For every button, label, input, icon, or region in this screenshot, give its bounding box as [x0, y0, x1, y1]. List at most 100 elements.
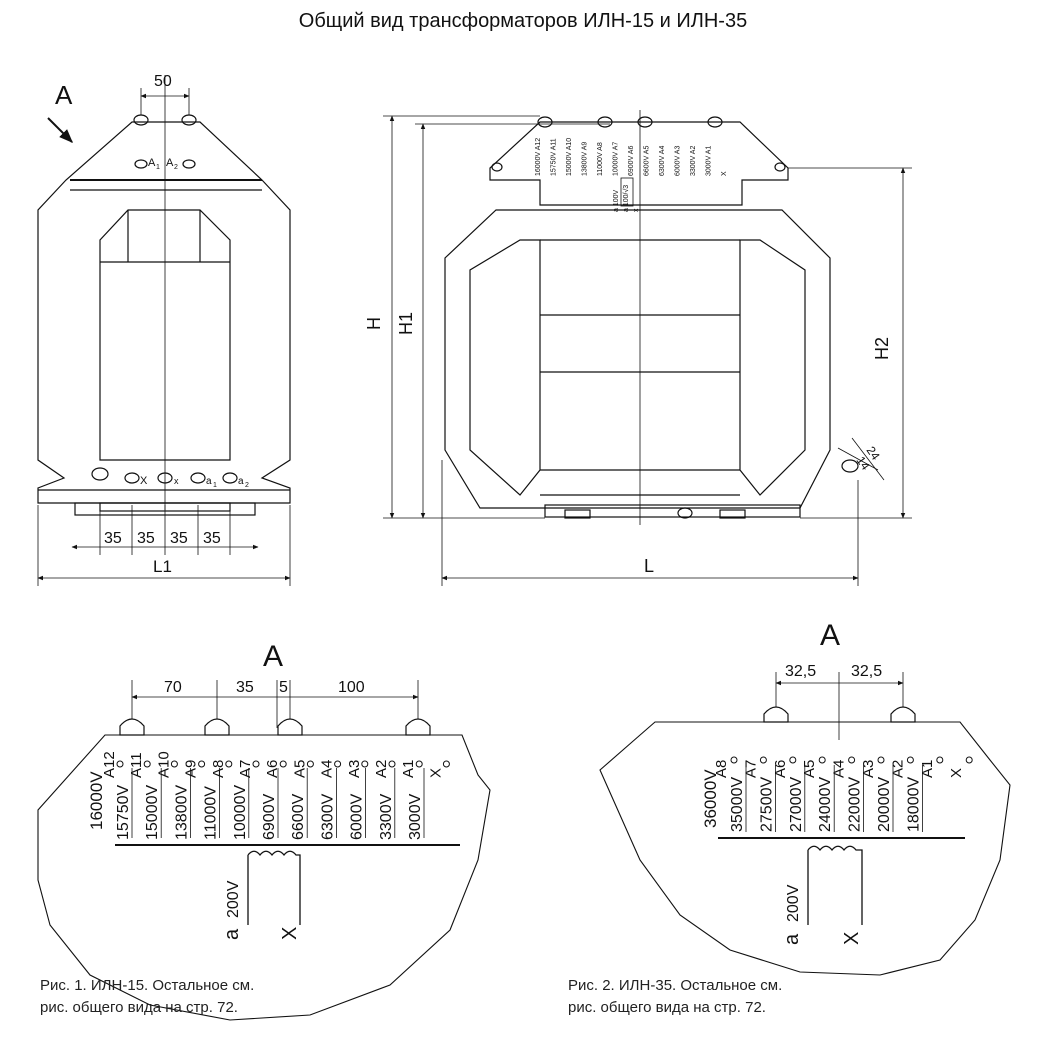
fig2-terminal-label: A2 [889, 760, 906, 778]
front-head [489, 121, 789, 206]
fig2-secondary-a: a [781, 933, 803, 945]
fig2-voltage-labels: 35000V 27500V 27000V 24000V 22000V 20000V 1800… [713, 760, 965, 832]
fig2-terminal-label: A6 [772, 760, 789, 778]
fig1-bushing-icon [119, 718, 145, 736]
fig2-terminal-point [818, 756, 826, 764]
front-view [383, 110, 912, 586]
term-a1-label: A [148, 157, 156, 169]
fig1-terminal-point [143, 760, 151, 768]
fig2-voltage-label: 20000V [876, 777, 893, 832]
side-view [37, 75, 291, 586]
fig1-terminal-point [334, 760, 342, 768]
fig1-body [37, 734, 491, 1021]
fig1-first-label: 16000V [87, 771, 106, 830]
term-a2-label: A [166, 157, 174, 169]
fig1-secondary-x: X [279, 927, 301, 940]
front-winding-label: 6900V A6 [628, 146, 635, 176]
fig2-caption-line2: рис. общего вида на стр. 72. [568, 999, 766, 1016]
fig2-bushing-icon [890, 706, 916, 723]
side-body-outline [37, 121, 291, 504]
fig1-voltage-label: 15000V [144, 785, 161, 840]
fig2-terminal-label: A1 [919, 760, 936, 778]
low-a1-sub: 1 [213, 482, 217, 489]
front-winding-label: 6600V A5 [644, 146, 651, 176]
front-winding-label: X [721, 171, 728, 176]
fig1-secondary-v: 200V [225, 880, 242, 918]
fig2-caption-line1: Рис. 2. ИЛН-35. Остальное см. [568, 977, 783, 994]
fig2-terminal-point [965, 756, 973, 764]
low-a1-label: a [206, 476, 212, 487]
fig2-terminal-point [730, 756, 738, 764]
front-winding-label: 6000V A3 [675, 146, 682, 176]
front-winding-label: 3300V A2 [690, 146, 697, 176]
fig1-voltage-label: 3000V [407, 793, 424, 840]
fig1-bushing-icon [405, 718, 431, 736]
fig2-voltage-label: 24000V [817, 777, 834, 832]
view-arrow-label: A [55, 80, 73, 110]
fig1-terminal-label: A7 [237, 760, 254, 778]
fig1-caption-line2: рис. общего вида на стр. 72. [40, 999, 238, 1016]
front-aux-label: a 100V [613, 189, 620, 212]
fig1-terminal-point [388, 760, 396, 768]
fig2-voltage-label: 27000V [788, 777, 805, 832]
fig1-terminal-point [442, 760, 450, 768]
front-winding-label: 15750V A11 [551, 138, 558, 176]
dim-L1-label: L1 [153, 557, 172, 576]
fig1-secondary-a: a [221, 928, 243, 940]
fig1-terminal-label: A3 [346, 760, 363, 778]
front-aux-label: a 100/√3 [622, 185, 630, 212]
fig1-terminal-label: A8 [210, 760, 227, 778]
fig1-caption-line1: Рис. 1. ИЛН-15. Остальное см. [40, 977, 255, 994]
low-X-label: X [140, 475, 148, 487]
dim-H1-label: H1 [396, 312, 416, 335]
fig2-dim-left: 32,5 [785, 663, 816, 680]
fig1-terminal-point [361, 760, 369, 768]
front-winding-label: 11000V A8 [597, 142, 604, 176]
front-body [444, 209, 831, 509]
front-winding-label: 10000V A7 [613, 142, 620, 176]
fig1-voltage-label: 13800V [173, 785, 190, 840]
view-arrow-icon [47, 117, 73, 143]
term-a2-sub: 2 [174, 164, 178, 171]
fig2-bushing-icon [763, 706, 789, 723]
fig1-terminal-label: A6 [264, 760, 281, 778]
fig1-terminal-point [225, 760, 233, 768]
fig1-terminal-point [306, 760, 314, 768]
fig1-outline [37, 680, 491, 1021]
fig2-voltage-label: 18000V [905, 777, 922, 832]
fig2-terminal-label: A3 [860, 760, 877, 778]
fig2-terminal-point [848, 756, 856, 764]
fig2-secondary-x: X [841, 932, 863, 945]
fig1-voltage-label: 11000V [203, 786, 220, 840]
front-winding-label: 3000V A1 [706, 146, 713, 176]
fig2-terminal-point [877, 756, 885, 764]
dim-L-label: L [644, 556, 654, 576]
fig2-voltage-label: 27500V [758, 777, 775, 832]
dim-50-label: 50 [154, 73, 172, 90]
fig1-voltage-label: 6900V [261, 793, 278, 840]
dim-35-1: 35 [104, 530, 122, 547]
front-winding-label: 15000V A10 [566, 138, 573, 176]
fig1-bushing-icon [277, 718, 303, 736]
front-winding-label: 6300V A4 [659, 146, 666, 176]
fig2-voltage-label: 35000V [729, 777, 746, 832]
fig1-terminal-point [415, 760, 423, 768]
fig2-terminal-point [759, 756, 767, 764]
fig1-view-label: A [263, 640, 283, 673]
dim-35-4: 35 [203, 530, 221, 547]
fig2-voltage-label: 22000V [847, 777, 864, 832]
side-view-labels: A 50 A 1 A 2 X x a 1 a 2 35 35 35 35 L1 [55, 73, 249, 576]
front-winding-label: 16000V A12 [535, 138, 542, 176]
fig1-dim-70: 70 [164, 679, 182, 696]
fig1-terminal-label: A5 [291, 760, 308, 778]
fig1-terminal-label: A9 [183, 760, 200, 778]
fig2-terminal-point [936, 756, 944, 764]
fig1-voltage-label: 10000V [232, 785, 249, 840]
